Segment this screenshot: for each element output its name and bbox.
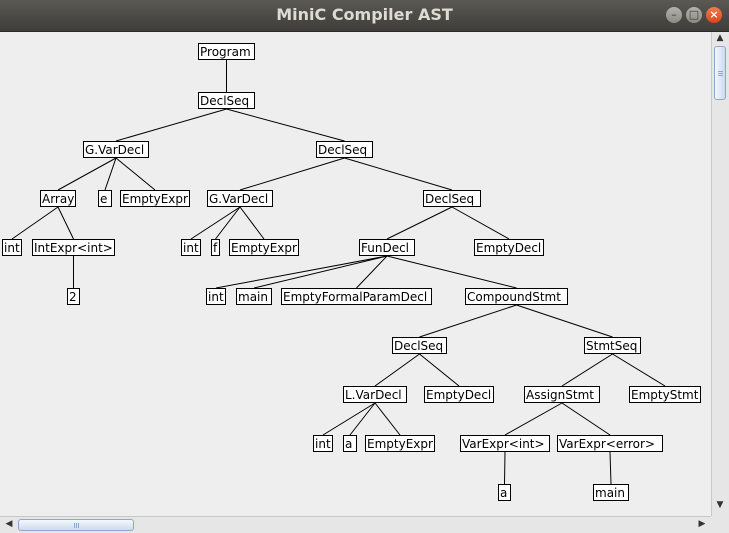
tree-edge [609,451,612,485]
ast-node: EmptyExpr [229,239,299,256]
tree-edges [11,60,666,485]
ast-node: EmptyStmt [629,386,701,403]
ast-node: int [2,239,22,256]
tree-edge [57,206,74,240]
tree-edge [504,451,506,485]
scroll-down-arrow-icon[interactable]: ▼ [716,500,724,510]
tree-edge [451,206,510,240]
maximize-button[interactable]: □ [686,7,702,23]
tree-edge [504,402,563,436]
tree-edge [561,353,613,387]
ast-node: G.VarDecl [83,141,149,158]
ast-node: DeclSeq [198,92,255,109]
tree-edge [561,402,611,436]
ast-node: int [206,288,226,305]
ast-node: Program [198,43,255,60]
ast-node: G.VarDecl [207,190,273,207]
ast-node: a [498,484,511,501]
close-button[interactable]: × [706,7,722,23]
ast-node: EmptyExpr [365,435,435,452]
ast-node: e [98,190,112,207]
ast-node: 2 [67,288,80,305]
ast-node: EmptyDecl [424,386,494,403]
tree-edge [322,402,376,436]
ast-node: AssignStmt [524,386,600,403]
tree-edge [356,255,388,289]
scrollbar-corner [711,516,729,533]
ast-node: DeclSeq [423,190,481,207]
tree-edge [349,402,376,436]
scroll-right-arrow-icon[interactable]: ▶ [698,519,706,529]
tree-edge [104,157,117,191]
tree-edge [374,353,420,387]
tree-edge [253,255,388,289]
ast-node: StmtSeq [584,337,641,354]
tree-edge [386,255,517,289]
tree-edge [516,304,613,338]
ast-node: a [343,435,357,452]
ast-node: EmptyExpr [120,190,190,207]
tree-edge [115,108,227,142]
tree-edge [374,402,401,436]
ast-node: EmptyDecl [474,239,544,256]
ast-node: IntExpr<int> [32,239,115,256]
tree-edge [11,206,59,240]
ast-node: main [236,288,272,305]
tree-edge [226,108,345,142]
title-bar[interactable]: MiniC Compiler AST – □ × [0,0,729,32]
ast-node: FunDecl [359,239,415,256]
vertical-scroll-thumb[interactable] [714,46,726,100]
horizontal-scrollbar[interactable]: ◀ ▶ [0,516,711,533]
tree-edge [239,157,345,191]
ast-node: VarExpr<int> [460,435,550,452]
ast-node: f [211,239,220,256]
ast-node: EmptyFormalParamDecl [281,288,432,305]
vertical-scrollbar[interactable]: ▲ ▼ [711,32,729,516]
ast-node: Array [40,190,76,207]
tree-edge [239,206,265,240]
ast-node: CompoundStmt [465,288,568,305]
tree-edge [115,157,156,191]
horizontal-scroll-thumb[interactable] [18,519,134,531]
ast-node: DeclSeq [316,141,373,158]
scroll-left-arrow-icon[interactable]: ◀ [5,519,13,529]
tree-edge [612,353,666,387]
ast-node: int [313,435,333,452]
tree-edge [215,206,241,240]
window-title: MiniC Compiler AST [276,5,453,24]
ast-node: DeclSeq [392,337,447,354]
tree-edge [419,304,517,338]
ast-node: main [593,484,629,501]
tree-edge [419,353,460,387]
tree-edge [190,206,241,240]
ast-node: VarExpr<error> [557,435,663,452]
minimize-button[interactable]: – [666,7,682,23]
tree-edge [215,255,388,289]
ast-node: L.VarDecl [343,386,407,403]
tree-edge [344,157,453,191]
scroll-up-arrow-icon[interactable]: ▲ [716,33,724,43]
tree-edge [57,157,117,191]
tree-edge [386,206,453,240]
ast-node: int [181,239,201,256]
